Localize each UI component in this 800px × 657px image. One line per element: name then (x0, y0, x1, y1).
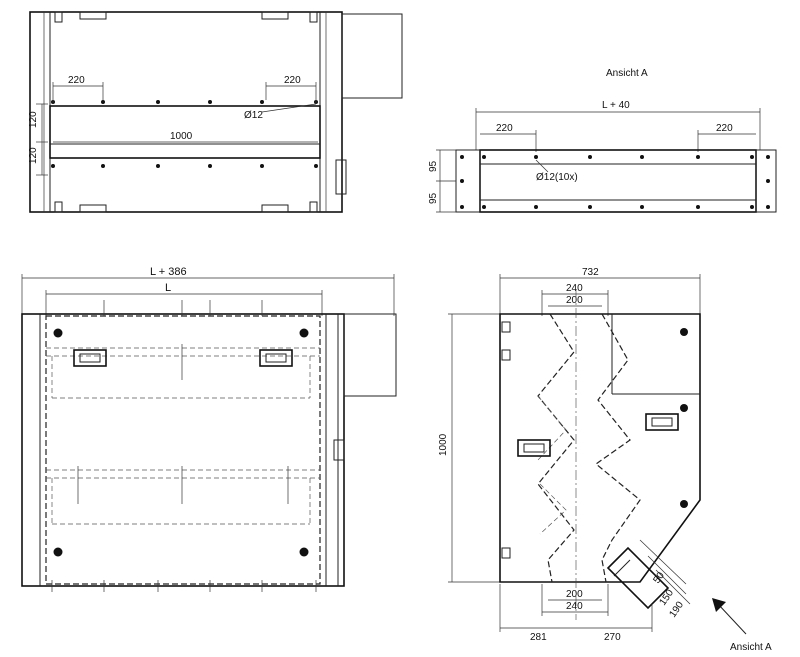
mounting-hole (750, 155, 754, 159)
top-view-hole-diameter: Ø12 (244, 110, 263, 121)
front-view: L + 386 L (21, 266, 397, 592)
front-view-dim-total: L + 386 (150, 266, 187, 278)
view-a-frame (479, 149, 757, 213)
side-view-outlet (606, 546, 670, 610)
mounting-hole (588, 155, 592, 159)
flange-hole (460, 155, 464, 159)
mounting-hole (588, 205, 592, 209)
mounting-hole (260, 164, 264, 168)
flange-hole (460, 205, 464, 209)
mounting-hole (51, 164, 55, 168)
side-view-dim-height: 1000 (438, 433, 449, 456)
side-view-arrow-label: Ansicht A (730, 642, 772, 653)
front-view-handle-left (73, 349, 107, 367)
front-view-body (21, 313, 345, 587)
side-view: 732 240 200 1000 (438, 267, 772, 653)
view-a: Ansicht A L + 40 220 220 Ø12(10x) 95 95 (428, 68, 777, 213)
front-view-handle-right (259, 349, 293, 367)
top-view-band (49, 105, 321, 159)
view-a-dim-220-left: 220 (496, 123, 513, 134)
top-view-frame (29, 11, 343, 213)
view-a-dim-95-upper: 95 (428, 160, 439, 172)
top-view: 220 220 Ø12 1000 120 120 (28, 11, 403, 213)
side-view-body (499, 313, 701, 583)
mounting-hole (260, 100, 264, 104)
mounting-hole (208, 100, 212, 104)
flange-hole (766, 179, 770, 183)
mounting-hole (534, 155, 538, 159)
side-view-dim-stub-190: 190 (667, 599, 686, 619)
side-view-dim-bottom-outer: 240 (566, 601, 583, 612)
front-view-duct (343, 313, 397, 397)
top-view-dim-220-left: 220 (68, 75, 85, 86)
view-a-dim-length: L + 40 (602, 100, 630, 111)
mounting-hole (156, 100, 160, 104)
view-a-dim-220-right: 220 (716, 123, 733, 134)
top-view-dim-1000: 1000 (170, 131, 193, 142)
mounting-hole (101, 100, 105, 104)
side-view-handle-right (645, 413, 679, 431)
top-view-dim-220-right: 220 (284, 75, 301, 86)
top-view-duct (341, 13, 403, 99)
flange-hole (460, 179, 464, 183)
top-view-dim-120-upper: 120 (28, 111, 39, 128)
side-view-dim-top-outer: 240 (566, 283, 583, 294)
mounting-hole (534, 205, 538, 209)
mounting-hole (640, 155, 644, 159)
mounting-hole (696, 205, 700, 209)
view-a-hole-label: Ø12(10x) (536, 172, 578, 183)
mounting-hole (750, 205, 754, 209)
mounting-hole (696, 155, 700, 159)
side-view-dim-top-inner: 200 (566, 295, 583, 306)
mounting-hole (482, 155, 486, 159)
flange-hole (766, 155, 770, 159)
side-view-dim-base-left: 281 (530, 632, 547, 643)
front-view-dim-inner: L (165, 282, 171, 294)
mounting-hole (208, 164, 212, 168)
top-view-dim-120-lower: 120 (28, 147, 39, 164)
mounting-hole (101, 164, 105, 168)
side-view-dim-bottom-inner: 200 (566, 589, 583, 600)
view-a-dim-95-lower: 95 (428, 192, 439, 204)
side-view-handle-left (517, 439, 551, 457)
side-view-dim-base-right: 270 (604, 632, 621, 643)
view-a-title: Ansicht A (606, 68, 648, 79)
mounting-hole (482, 205, 486, 209)
view-a-arrow (717, 603, 747, 635)
side-view-dim-width: 732 (582, 267, 599, 278)
mounting-hole (156, 164, 160, 168)
flange-hole (766, 205, 770, 209)
mounting-hole (314, 164, 318, 168)
mounting-hole (640, 205, 644, 209)
view-a-arrowhead (712, 598, 726, 612)
